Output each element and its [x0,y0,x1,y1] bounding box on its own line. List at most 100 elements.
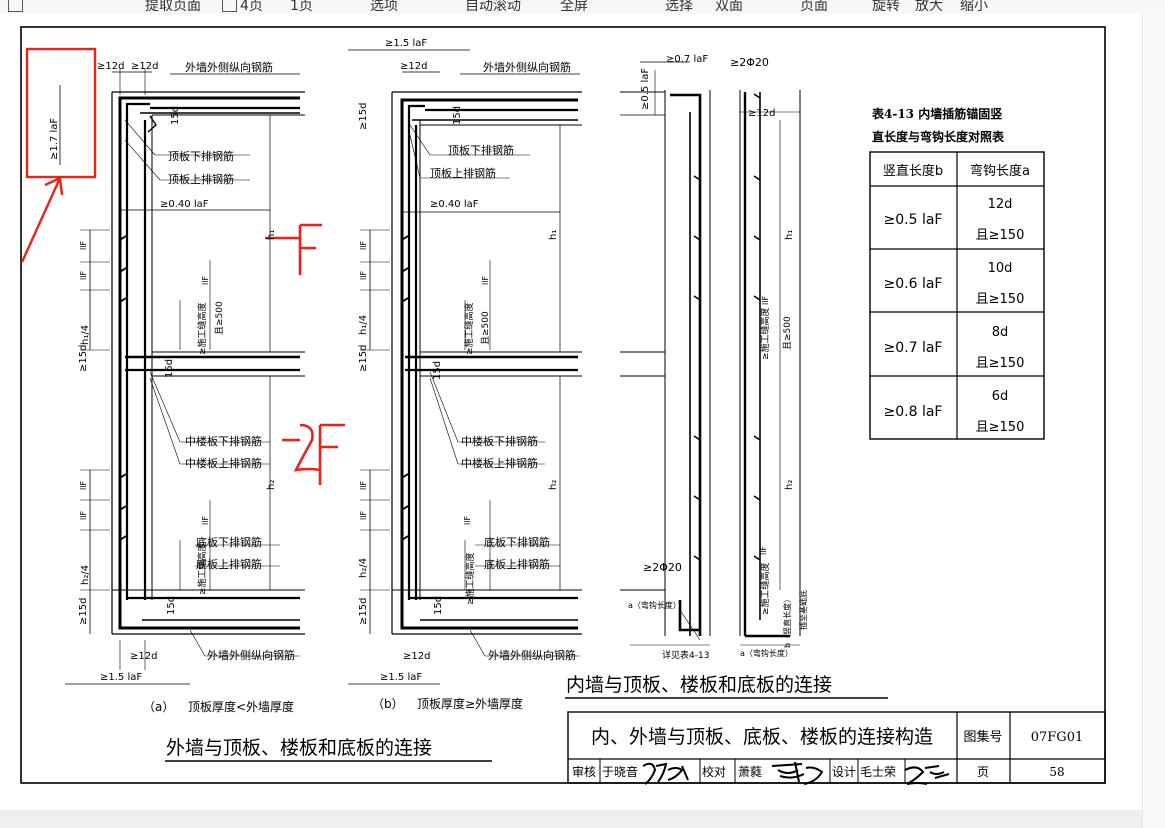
label-b-llf-2: llF [359,271,368,280]
label-a-llf-5: llF [79,511,88,520]
label-b-top-upper: 顶板上排钢筋 [430,166,496,180]
label-a-bot-upper: 底板上排钢筋 [196,557,262,571]
label-a-llf-3: llF [201,276,210,285]
table-row1-b: ≥0.5 laF [884,212,943,228]
label-a-joint-2: ≥施工缝高度 [196,542,208,595]
label-b-la15-bot: ≥1.5 laF [380,672,422,683]
table-row4-a1: 6d [992,389,1009,404]
label-a-outer-vert: 外墙外侧纵向钢筋 [185,60,273,74]
label-d-h2: h₂ [784,480,795,490]
toolbar-item-duplex[interactable]: 双面 [715,0,743,14]
label-a-12d-bot: ≥12d [130,651,157,662]
toolbar-item-select[interactable]: 选择 [665,0,693,14]
page-label: 页 [977,765,989,779]
label-a-llf-6: llF [201,516,210,525]
view-icon[interactable] [222,0,237,12]
caption-b-mark: （b） [372,697,404,711]
table-row3-a2: 且≥150 [976,356,1025,371]
label-a-15d-mid: ≥15d [78,345,89,372]
designer-name: 毛士荣 [860,765,896,779]
red-annotations [20,47,345,485]
toolbar-item-extract[interactable]: 提取页面 [145,0,201,14]
label-c-bar220-bot: ≥2Φ20 [643,561,682,574]
label-b-llf-1: llF [359,241,368,250]
checker-signature [771,761,824,785]
highlight-box [25,47,97,179]
caption-a-mark: （a） [143,700,174,714]
table-row3-a1: 8d [992,325,1009,340]
label-b-llf-3: llF [481,276,490,285]
label-a-15d-bot: ≥15d [78,598,89,625]
table-header-a: 弯钩长度a [970,163,1030,179]
label-b-h1: h₁ [548,230,559,240]
label-a-outer-vert-bot: 外墙外侧纵向钢筋 [207,648,295,662]
toolbar-item-fullscreen[interactable]: 全屏 [560,0,588,14]
table-header-b: 竖直长度b [883,163,943,179]
label-a-12d-2: ≥12d [131,61,158,72]
page-icon[interactable] [8,0,23,12]
table-row3-b: ≥0.7 laF [884,340,943,356]
label-a-top-upper: 顶板上排钢筋 [168,172,234,186]
label-b-h2q: h₂/4 [358,558,369,578]
mark-1f-stroke [265,223,322,275]
label-b-15d-top: ≥15d [358,103,369,130]
label-a-bot-lower: 底板下排钢筋 [196,535,262,549]
label-a-h1q: h₁/4 [80,325,91,345]
caption-b-text: 顶板厚度≥外墙厚度 [417,696,523,711]
toolbar-item-4page[interactable]: 4页 [240,0,263,14]
table-title-2: 直长度与弯钩长度对照表 [872,129,1005,144]
label-b-h1q: h₁/4 [358,315,369,335]
detail-inner-wall-left [620,61,711,646]
label-b-outer-vert: 外墙外侧纵向钢筋 [483,60,571,74]
detail-inner-wall-right [739,90,801,646]
toolbar-item-zoom-in[interactable]: 放大 [915,0,943,14]
label-b-llf-5: llF [359,511,368,520]
label-b-15d-mid: ≥15d [358,345,369,372]
designer-signature [904,765,950,785]
reviewer-name: 于晓音 [602,764,638,779]
red-arrow [20,176,64,263]
table-row1-a1: 12d [988,197,1013,212]
reviewer-signature [642,762,689,785]
checker-name: 萧蕤 [738,765,762,779]
table-row2-b: ≥0.6 laF [884,276,943,292]
toolbar-item-1page[interactable]: 1页 [290,0,313,14]
toolbar-item-options[interactable]: 选项 [370,0,398,14]
label-d-to-base: 插至基础底 [798,590,808,630]
label-a-mid-upper: 中楼板上排钢筋 [185,456,262,470]
label-b-12d-top: ≥12d [400,61,427,72]
label-d-joint-1: ≥施工缝高度 [759,307,771,360]
label-d-joint-2: ≥施工缝高度 [759,562,771,615]
label-d-llf-1: llF [761,296,770,305]
label-b-top-lower: 顶板下排钢筋 [448,143,514,157]
label-a-llf-4: llF [79,481,88,490]
toolbar-item-zoom-out[interactable]: 缩小 [960,0,988,14]
detail-a [59,68,305,685]
label-a-la04: ≥0.40 laF [160,199,209,210]
label-a-la15: ≥1.5 laF [100,672,142,683]
label-a-llf-1: llF [79,241,88,250]
label-a-joint-1: ≥施工缝高度 [196,302,208,355]
caption-a-text: 顶板厚度<外墙厚度 [188,699,294,714]
label-b-mid-upper: 中楼板上排钢筋 [461,456,538,470]
label-b-15d-bot2: 15d [433,596,444,615]
table-title-1: 表4-13 内墙插筋锚固竖 [871,106,1002,121]
label-b-15d-bot: ≥15d [358,598,369,625]
label-c-hook-len: a（弯钩长度） [628,600,681,610]
label-a-15d-top: 15d [170,106,181,125]
toolbar-item-page[interactable]: 页面 [800,0,828,14]
toolbar-item-autoscroll[interactable]: 自动滚动 [465,0,521,14]
table-row4-b: ≥0.8 laF [884,404,943,420]
label-b-llf-6: llF [463,516,472,525]
design-label: 设计 [832,765,856,779]
label-a-12d-1: ≥12d [97,61,124,72]
label-d-llf-2: llF [759,546,768,555]
toolbar-item-rotate[interactable]: 旋转 [872,0,900,14]
scrollbar-gutter[interactable] [1142,14,1165,828]
label-c-bar220-top: ≥2Φ20 [730,56,769,69]
left-section-title: 外墙与顶板、楼板和底板的连接 [166,737,432,759]
label-d-12d: ≥12d [748,108,775,119]
label-b-15d-mid2: 15d [432,361,443,380]
label-a-15d-mid2: 15d [164,359,175,378]
